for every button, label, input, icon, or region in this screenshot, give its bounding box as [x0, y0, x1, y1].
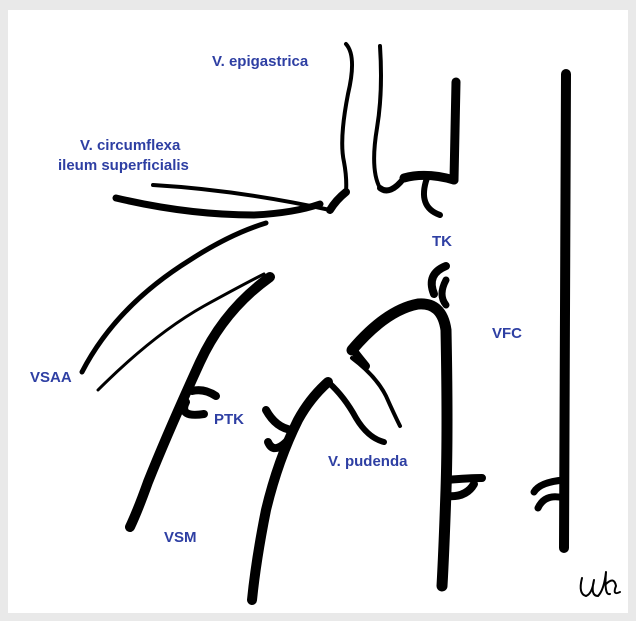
- label-v-circumflexa-line1: V. circumflexa: [80, 137, 181, 154]
- label-v-circumflexa-line2: ileum superficialis: [58, 157, 189, 174]
- label-vsm: VSM: [164, 529, 197, 546]
- label-vfc: VFC: [492, 325, 522, 342]
- signature-mark: [581, 572, 620, 596]
- central-vessel: [352, 266, 482, 586]
- vsm-vessel: [130, 277, 270, 527]
- ptk-vessel: [252, 382, 328, 600]
- tk-upper-vessel: [404, 82, 456, 215]
- label-vsaa: VSAA: [30, 369, 72, 386]
- label-v-epigastrica: V. epigastrica: [212, 53, 309, 70]
- vfc-vessel: [534, 74, 566, 548]
- label-v-pudenda: V. pudenda: [328, 453, 408, 470]
- pudenda-vessel: [328, 348, 400, 442]
- epigastrica-vessel: [330, 44, 404, 210]
- diagram-frame: V. epigastrica V. circumflexa ileum supe…: [8, 10, 628, 613]
- label-ptk: PTK: [214, 411, 244, 428]
- label-tk: TK: [432, 233, 452, 250]
- vein-diagram: V. epigastrica V. circumflexa ileum supe…: [8, 10, 628, 613]
- circumflexa-vessel: [116, 185, 330, 215]
